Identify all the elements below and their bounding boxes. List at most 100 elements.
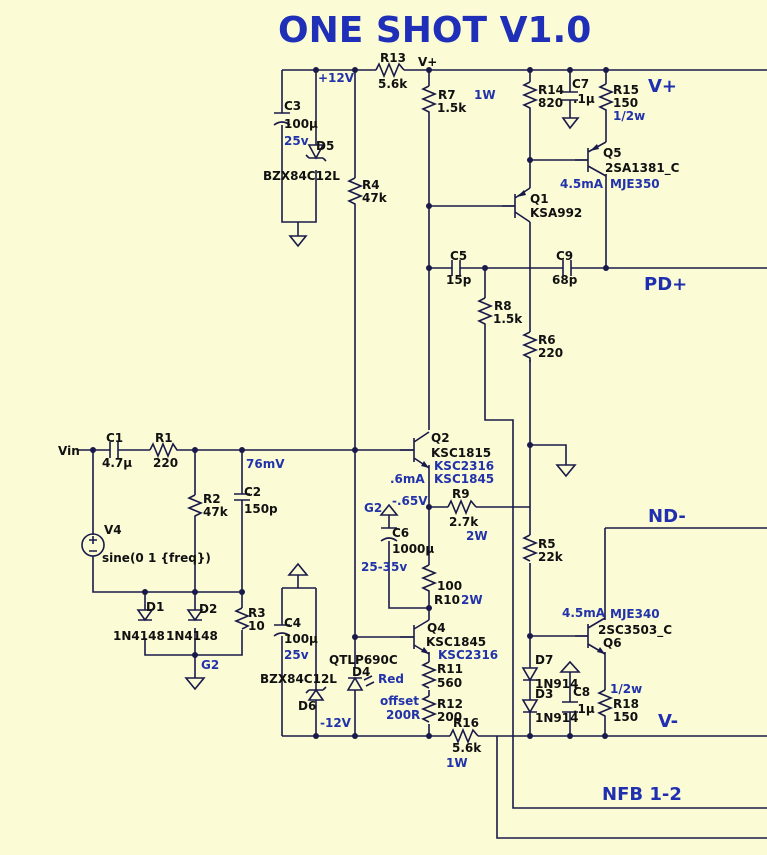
parts-q2-alt1-label: KSC2316 xyxy=(434,459,494,473)
parts-c3-val-label: 100µ xyxy=(284,117,318,131)
parts-q2-cur-label: .6mA xyxy=(390,472,425,486)
parts-d5-val-label: BZX84C12L xyxy=(263,169,340,183)
d4-led xyxy=(346,675,375,691)
parts-d6-val-label: BZX84C12L xyxy=(260,672,337,686)
parts-c6-val-label: 1000µ xyxy=(392,542,434,556)
v76-annotation: 76mV xyxy=(246,457,285,471)
r2-resistor xyxy=(186,494,204,518)
r18-resistor xyxy=(596,689,614,720)
parts-r12-val-label: 200 xyxy=(437,710,462,724)
parts-r2-ref-label: R2 xyxy=(203,492,221,506)
parts-q2-ref-label: Q2 xyxy=(431,431,450,445)
parts-r13-val-label: 5.6k xyxy=(378,77,408,91)
c9-capacitor xyxy=(562,260,572,276)
parts-r5-val-label: 22k xyxy=(538,550,564,564)
parts-q5-val-label: 2SA1381_C xyxy=(605,161,680,176)
parts-r4-val-label: 47k xyxy=(362,191,388,205)
parts-d1-ref-label: D1 xyxy=(146,600,164,614)
parts-r9-note-label: 2W xyxy=(466,529,488,543)
r4-resistor xyxy=(346,177,364,208)
parts-c1-val-label: 4.7µ xyxy=(102,456,132,470)
parts-c4-val-label: 100µ xyxy=(284,632,318,646)
r15-resistor xyxy=(597,83,615,114)
parts-d4-val-label: QTLP690C xyxy=(329,653,398,667)
parts-d6-ref-label: D6 xyxy=(298,699,316,713)
parts-r15-val-label: 150 xyxy=(613,96,638,110)
parts-r18-ref-label: R18 xyxy=(613,697,639,711)
parts-q1-val-label: KSA992 xyxy=(530,206,582,220)
parts-c7-val-label: .1µ xyxy=(573,92,595,106)
parts-q1-ref-label: Q1 xyxy=(530,192,549,206)
parts-r8-val-label: 1.5k xyxy=(493,312,523,326)
parts-c8-val-label: .1µ xyxy=(573,702,595,716)
r3-resistor xyxy=(233,607,251,630)
components xyxy=(81,61,615,745)
title: ONE SHOT V1.0 xyxy=(278,10,591,51)
parts-r7-val-label: 1.5k xyxy=(437,101,467,115)
d1-diode xyxy=(136,609,154,622)
parts-c6-ref-label: C6 xyxy=(392,526,409,540)
r8-resistor xyxy=(476,297,494,328)
parts-r9-ref-label: R9 xyxy=(452,487,470,501)
parts-q6-ref-label: Q6 xyxy=(603,636,622,650)
parts-d4-note-label: Red xyxy=(378,672,404,686)
parts-q5-note-label: MJE350 xyxy=(610,177,660,191)
labels: ONE SHOT V1.0 V+ +12V V+ PD+ ND- V- NFB … xyxy=(58,10,687,805)
c5-capacitor xyxy=(451,260,461,276)
parts-c7-ref-label: C7 xyxy=(572,77,589,91)
parts-r10-val-label: 100 xyxy=(437,579,462,593)
parts-c2-ref-label: C2 xyxy=(244,485,261,499)
parts-q5-ref-label: Q5 xyxy=(603,146,622,160)
q1-transistor xyxy=(502,187,531,223)
parts-c6-note-label: 25-35v xyxy=(361,560,407,574)
parts-c3-ref-label: C3 xyxy=(284,99,301,113)
net-ndminus: ND- xyxy=(648,506,686,527)
parts-r9-val-label: 2.7k xyxy=(449,515,479,529)
junctions xyxy=(90,67,609,739)
c4-capacitor xyxy=(273,624,291,637)
parts-c3-note-label: 25v xyxy=(284,134,309,148)
d7-diode xyxy=(521,667,539,682)
parts-d5-ref-label: D5 xyxy=(316,139,334,153)
parts-r12-note2-label: 200R xyxy=(386,708,420,722)
parts-d3-ref-label: D3 xyxy=(535,687,553,701)
parts-r12-ref-label: R12 xyxy=(437,697,463,711)
parts-d7-ref-label: D7 xyxy=(535,653,553,667)
parts-r18-note-label: 1/2w xyxy=(610,682,642,696)
r9-resistor xyxy=(447,498,477,516)
parts-r11-val-label: 560 xyxy=(437,676,462,690)
r14-resistor xyxy=(521,81,539,112)
r5-resistor xyxy=(521,534,539,562)
parts-q5-cur-label: 4.5mA xyxy=(560,177,604,191)
g2-flag-c6 xyxy=(379,503,399,528)
r16-resistor xyxy=(449,727,479,745)
net-vminus: V- xyxy=(658,711,678,732)
parts-d4-ref-label: D4 xyxy=(352,665,370,679)
r13-resistor xyxy=(375,61,405,79)
parts-r15-note-label: 1/2w xyxy=(613,109,645,123)
d3-diode xyxy=(521,699,539,714)
net-nfb: NFB 1-2 xyxy=(602,784,682,805)
parts-v4-val-label: sine(0 1 {freq}) xyxy=(102,551,211,565)
r12-resistor xyxy=(420,695,438,723)
parts-r12-note1-label: offset xyxy=(380,694,419,708)
parts-r8-ref-label: R8 xyxy=(494,299,512,313)
parts-d2-val-label: 1N4148 xyxy=(166,629,218,643)
parts-q2-alt2-label: KSC1845 xyxy=(434,472,494,486)
parts-r14-val-label: 820 xyxy=(538,96,563,110)
d2-diode xyxy=(186,609,204,622)
q4-transistor xyxy=(400,619,430,655)
parts-c5-ref-label: C5 xyxy=(450,249,467,263)
parts-r18-val-label: 150 xyxy=(613,710,638,724)
parts-c9-val-label: 68p xyxy=(552,273,578,287)
parts-r10-note-label: 2W xyxy=(461,593,483,607)
parts-d1-val-label: 1N4148 xyxy=(113,629,165,643)
parts-q6-note-label: MJE340 xyxy=(610,607,660,621)
q5-transistor xyxy=(575,141,607,177)
c8-capacitor xyxy=(562,701,578,713)
r1-resistor xyxy=(149,441,180,459)
c6-capacitor xyxy=(380,527,398,542)
c3-capacitor xyxy=(273,112,291,126)
r7-resistor xyxy=(420,85,438,116)
